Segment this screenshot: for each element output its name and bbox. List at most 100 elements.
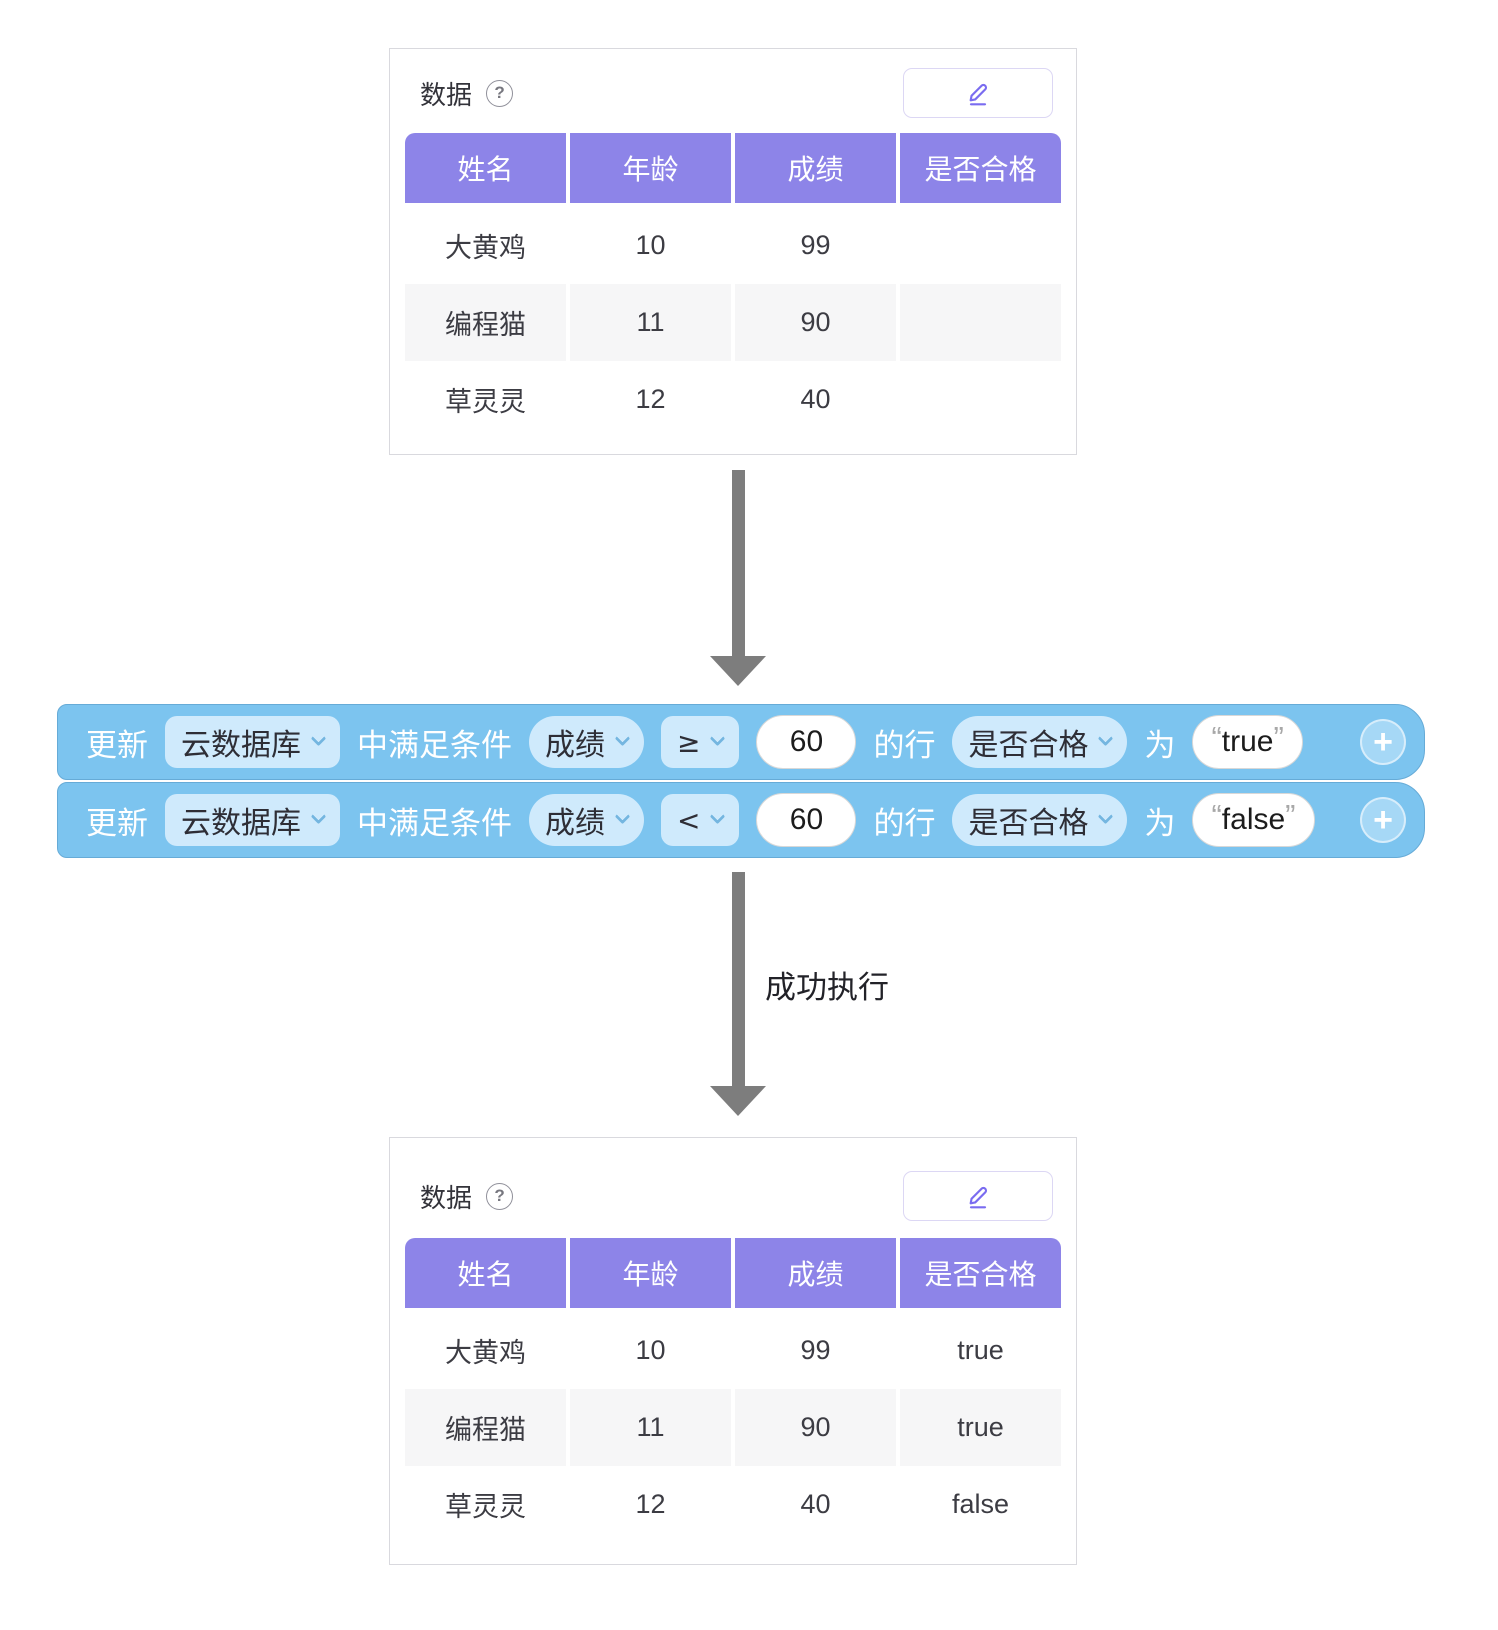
data-panel-before: 数据 ? 姓名 年龄 成绩 是否合格 大黄鸡 10 99 编程猫: [389, 48, 1077, 455]
open-quote: “: [1211, 798, 1222, 833]
table-cell: [900, 361, 1061, 438]
chevron-down-icon: [710, 730, 726, 747]
plus-icon: +: [1373, 723, 1393, 761]
value-input[interactable]: 60: [756, 715, 857, 769]
table-cell: 11: [570, 1389, 731, 1466]
table-cell: 10: [570, 207, 731, 284]
panel-title: 数据: [420, 1182, 473, 1213]
edit-pencil-icon: [964, 1181, 992, 1212]
block-condition-label: 中满足条件: [357, 727, 512, 763]
header-cell: 姓名: [405, 133, 566, 203]
value-input[interactable]: 60: [756, 793, 857, 847]
table-cell: false: [900, 1466, 1061, 1543]
close-quote: ”: [1273, 720, 1284, 755]
edit-button[interactable]: [903, 1171, 1053, 1221]
table-cell: 12: [570, 361, 731, 438]
table-cell: 11: [570, 284, 731, 361]
table-cell: 草灵灵: [405, 1466, 566, 1543]
edit-button[interactable]: [903, 68, 1053, 118]
table-cell: 大黄鸡: [405, 1312, 566, 1389]
arrow-head-icon: [710, 656, 766, 686]
table-row: 草灵灵 12 40 false: [405, 1466, 1061, 1543]
table-cell: 40: [735, 1466, 896, 1543]
chevron-down-icon: [310, 730, 327, 747]
block-action-label: 更新: [86, 805, 148, 841]
header-cell: 是否合格: [900, 133, 1061, 203]
table-row: 编程猫 11 90: [405, 284, 1061, 361]
arrow-head-icon: [710, 1086, 766, 1116]
data-table-after: 姓名 年龄 成绩 是否合格 大黄鸡 10 99 true 编程猫 11 90 t…: [405, 1238, 1061, 1543]
table-cell: 40: [735, 361, 896, 438]
table-row: 大黄鸡 10 99 true: [405, 1312, 1061, 1389]
table-cell: [900, 207, 1061, 284]
data-table-before: 姓名 年龄 成绩 是否合格 大黄鸡 10 99 编程猫 11 90 草灵灵 12…: [405, 133, 1061, 438]
field-dropdown[interactable]: 成绩: [529, 716, 644, 768]
block-set-label: 为: [1144, 727, 1176, 763]
target-field-dropdown-value: 是否合格: [968, 807, 1089, 840]
block-action-label: 更新: [86, 727, 148, 763]
target-field-dropdown[interactable]: 是否合格: [952, 716, 1128, 768]
add-button[interactable]: +: [1360, 719, 1406, 765]
edit-pencil-icon: [964, 78, 992, 109]
set-value-text: false: [1221, 803, 1286, 836]
database-dropdown-value: 云数据库: [181, 807, 301, 840]
table-header-row: 姓名 年龄 成绩 是否合格: [405, 133, 1061, 203]
chevron-down-icon: [614, 808, 631, 825]
header-cell: 年龄: [570, 1238, 731, 1308]
help-icon[interactable]: ?: [486, 79, 514, 107]
table-header-row: 姓名 年龄 成绩 是否合格: [405, 1238, 1061, 1308]
flow-arrow-down-1: [710, 470, 766, 686]
target-field-dropdown-value: 是否合格: [968, 729, 1089, 762]
plus-icon: +: [1373, 801, 1393, 839]
header-cell: 是否合格: [900, 1238, 1061, 1308]
table-cell: [900, 284, 1061, 361]
block-rows-label: 的行: [873, 805, 936, 841]
header-cell: 姓名: [405, 1238, 566, 1308]
table-row: 大黄鸡 10 99: [405, 207, 1061, 284]
chevron-down-icon: [614, 730, 631, 747]
database-dropdown[interactable]: 云数据库: [165, 716, 340, 768]
chevron-down-icon: [1098, 808, 1114, 825]
table-cell: 99: [735, 1312, 896, 1389]
block-rows-label: 的行: [873, 727, 936, 763]
success-label: 成功执行: [765, 970, 889, 1005]
table-cell: true: [900, 1312, 1061, 1389]
table-cell: 90: [735, 284, 896, 361]
arrow-shaft: [731, 872, 745, 1086]
flow-arrow-down-2: [710, 872, 766, 1116]
update-database-block-true[interactable]: 更新 云数据库 中满足条件 成绩 ≥ 60 的行 是否合格 为 “ true ”…: [57, 704, 1425, 780]
chevron-down-icon: [710, 808, 726, 825]
help-icon[interactable]: ?: [486, 1182, 514, 1210]
table-cell: 大黄鸡: [405, 207, 566, 284]
table-cell: 草灵灵: [405, 361, 566, 438]
operator-dropdown[interactable]: ≥: [661, 716, 740, 768]
table-row: 草灵灵 12 40: [405, 361, 1061, 438]
panel-header: 数据 ?: [405, 67, 1061, 119]
panel-header: 数据 ?: [405, 1170, 1061, 1222]
database-dropdown-value: 云数据库: [181, 729, 301, 762]
target-field-dropdown[interactable]: 是否合格: [952, 794, 1128, 846]
add-button[interactable]: +: [1360, 797, 1406, 843]
chevron-down-icon: [310, 808, 327, 825]
operator-dropdown[interactable]: <: [661, 794, 740, 846]
set-value-input[interactable]: “ true ”: [1192, 715, 1303, 769]
table-cell: 编程猫: [405, 1389, 566, 1466]
arrow-shaft: [731, 470, 745, 656]
update-database-block-false[interactable]: 更新 云数据库 中满足条件 成绩 < 60 的行 是否合格 为 “ false …: [57, 782, 1425, 858]
header-cell: 年龄: [570, 133, 731, 203]
table-row: 编程猫 11 90 true: [405, 1389, 1061, 1466]
set-value-input[interactable]: “ false ”: [1192, 793, 1315, 847]
data-panel-after: 数据 ? 姓名 年龄 成绩 是否合格 大黄鸡 10 99 true 编程猫: [389, 1137, 1077, 1565]
close-quote: ”: [1285, 798, 1296, 833]
table-cell: 编程猫: [405, 284, 566, 361]
table-cell: true: [900, 1389, 1061, 1466]
operator-dropdown-value: ≥: [677, 725, 701, 759]
set-value-text: true: [1221, 725, 1274, 758]
table-cell: 90: [735, 1389, 896, 1466]
field-dropdown-value: 成绩: [545, 807, 605, 840]
database-dropdown[interactable]: 云数据库: [165, 794, 340, 846]
table-cell: 12: [570, 1466, 731, 1543]
value-input-text: 60: [789, 803, 824, 836]
field-dropdown[interactable]: 成绩: [529, 794, 644, 846]
header-cell: 成绩: [735, 133, 896, 203]
